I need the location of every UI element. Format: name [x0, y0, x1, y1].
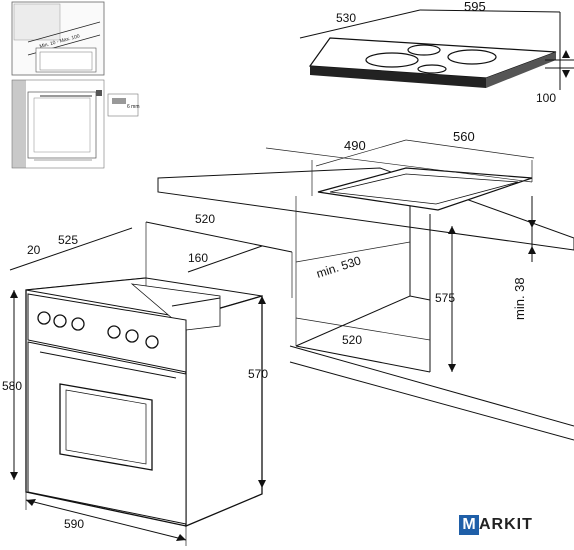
knob-5-icon	[125, 329, 139, 343]
knob-3-icon	[71, 317, 85, 331]
niche-width-label: 520	[342, 333, 362, 347]
gap-label: 6 mm	[127, 104, 140, 110]
cabinet-niche-drawing	[289, 196, 574, 441]
niche-height-label: 575	[435, 291, 455, 305]
countertop-drawing	[157, 139, 574, 251]
oven-body-height-label: 570	[248, 367, 268, 381]
hob-height-label: 100	[536, 91, 556, 105]
logo-initial: M	[459, 515, 479, 535]
hob-drawing	[299, 9, 574, 90]
min-gap-label: min. 38	[512, 277, 527, 320]
inset-top-panel: Min. 10 - Max. 100	[11, 1, 105, 76]
oven-body-depth-label: 520	[195, 212, 215, 226]
oven-offset-label: 20	[27, 243, 41, 257]
knob-6-icon	[145, 335, 159, 349]
hob-depth-label: 530	[336, 11, 356, 25]
oven-dimension-lines	[9, 221, 293, 546]
knob-4-icon	[107, 325, 121, 339]
logo-rest: ARKIT	[479, 516, 533, 533]
oven-knobs	[37, 311, 159, 349]
inset-side-section: 6 mm	[11, 79, 140, 169]
knob-1-icon	[37, 311, 51, 325]
oven-front-height-label: 580	[2, 379, 22, 393]
cutout-depth-label: 490	[344, 138, 366, 153]
hob-width-label: 595	[464, 0, 486, 14]
cutout-width-label: 560	[453, 129, 475, 144]
panel-depth-label: 160	[188, 251, 208, 265]
oven-front-width-label: 590	[64, 517, 84, 531]
oven-depth-label: 525	[58, 233, 78, 247]
knob-2-icon	[53, 314, 67, 328]
